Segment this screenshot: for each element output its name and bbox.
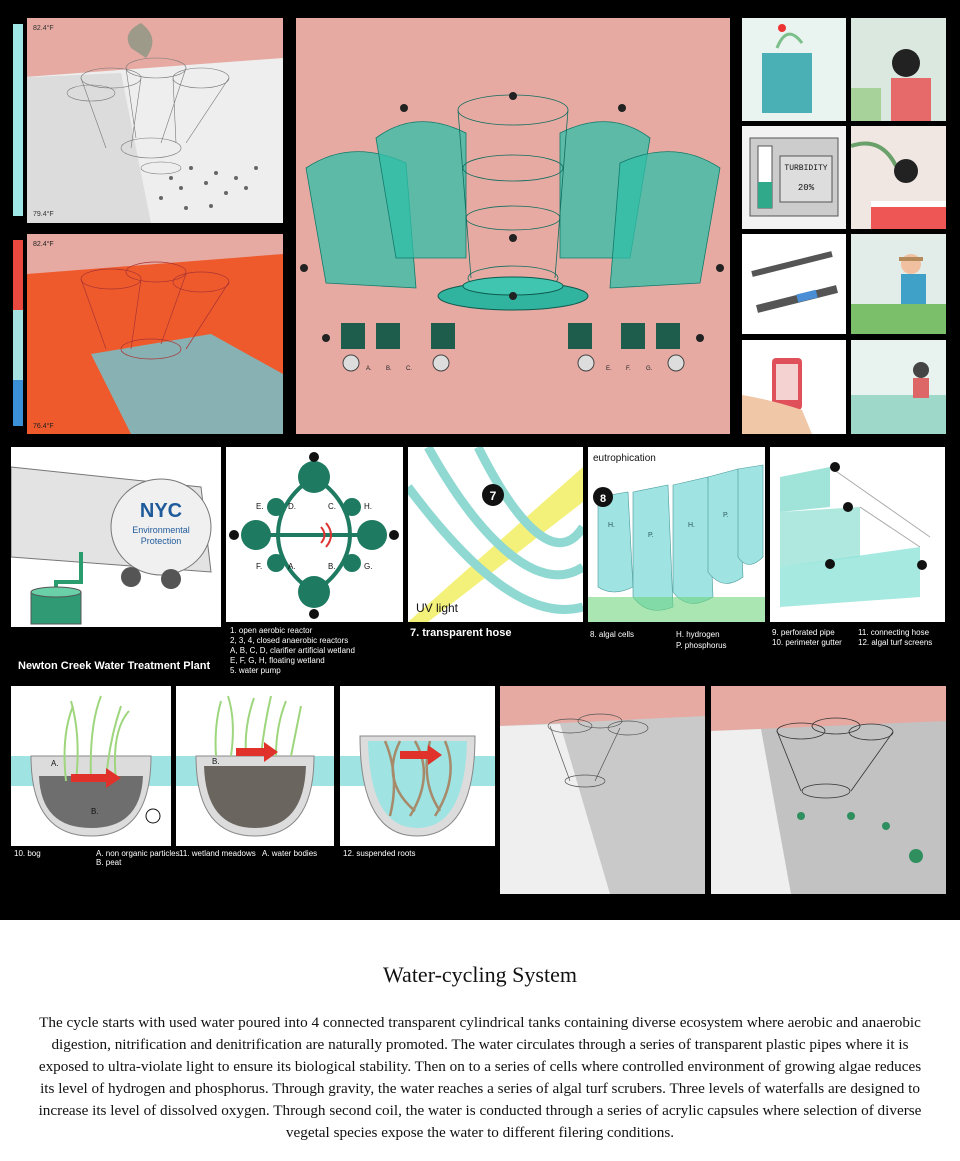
vignette-sensor-box (742, 18, 846, 121)
hero-sub-label: E. (606, 366, 612, 372)
vignette-phone-user (851, 18, 946, 121)
waterfalls-panel (770, 447, 945, 622)
legend-item: 2, 3, 4, closed anaerobic reactors (230, 636, 349, 645)
reactor-letter: D. (288, 502, 296, 511)
truck-panel: NYC Environmental Protection (11, 447, 221, 627)
temp-max-label: 82.4°F (33, 240, 54, 248)
vignette-phone-app (742, 340, 846, 434)
roots-caption: 12. suspended roots (343, 849, 416, 858)
description-paragraph: The cycle starts with used water poured … (0, 1012, 960, 1144)
bog-capsule: A. B. (11, 686, 171, 846)
bog-label-b: B. (91, 807, 99, 816)
hero-callouts (300, 92, 724, 342)
falls-caption-d: 12. algal turf screens (858, 638, 933, 647)
bog-caption: 10. bog (14, 849, 41, 858)
reactor-letter: A. (288, 562, 296, 571)
meadow-capsule: B. (176, 686, 334, 846)
temp-min-label: 79.4°F (33, 210, 54, 218)
uv-number: 7 (490, 489, 497, 503)
legend-item: 1. open aerobic reactor (230, 626, 313, 635)
truck-caption: Newton Creek Water Treatment Plant (18, 660, 211, 672)
roots-capsule (340, 686, 495, 846)
truck-text-line2: Protection (141, 536, 182, 546)
vignette-pond-watering (851, 340, 946, 434)
crowd-figures (159, 166, 258, 210)
tank-cluster-sketch (66, 57, 230, 175)
vignette-probes (742, 234, 846, 334)
vignette-gardener (851, 234, 946, 334)
truck-text-line1: Environmental (132, 525, 190, 535)
paragraph-line: digestion, nitrification and denitrifica… (51, 1036, 909, 1053)
legend-item: A, B, C, D, clarifier artificial wetland (230, 646, 355, 655)
cell-letter: P. (723, 512, 729, 519)
algae-number: 8 (600, 493, 606, 505)
cell-letter: H. (608, 522, 615, 529)
reactor-legend: 1. open aerobic reactor 2, 3, 4, closed … (230, 626, 355, 676)
thermal-view-top: 82.4°F 79.4°F (11, 18, 283, 223)
vignette-monitoring-user (851, 126, 946, 229)
algae-caption-b: H. hydrogen (676, 630, 720, 639)
meadow-caption: 11. wetland meadows (179, 849, 256, 858)
reactor-letter: G. (364, 562, 372, 571)
cell-letter: P. (648, 532, 654, 539)
legend-item: 5. water pump (230, 666, 281, 675)
reactor-letter: E. (256, 502, 264, 511)
flow-arrow-icon (400, 745, 442, 765)
falls-caption-a: 9. perforated pipe (772, 628, 835, 637)
section-title: Water-cycling System (383, 962, 577, 987)
cell-letter: H. (688, 522, 695, 529)
wifi-icon (778, 24, 786, 32)
uv-hose-panel: 7 UV light (408, 447, 583, 622)
turbidity-label: TURBIDITY (784, 164, 827, 173)
paragraph-line: increase its level of dissolved oxygen. … (38, 1102, 922, 1119)
paragraph-line: The cycle starts with used water poured … (39, 1014, 921, 1031)
falls-caption-c: 11. connecting hose (858, 628, 930, 637)
meadow-label-b: B. (212, 757, 220, 766)
reactor-diagram: E. D. C. H. F. A. B. G. (226, 447, 403, 622)
illustration-board: 82.4°F 79.4°F 82.4°F (0, 0, 960, 920)
paragraph-line: exposed to ultra-violate light to ensure… (38, 1058, 922, 1075)
nyc-logo: NYC (140, 500, 182, 522)
bog-label-a: A. (51, 759, 59, 768)
thermometer-bar (13, 24, 23, 216)
flow-arrow-icon (236, 742, 278, 762)
reactor-letter: H. (364, 502, 372, 511)
legend-item: E, F, G, H, floating wetland (230, 656, 325, 665)
hero-sub-label: B. (386, 366, 392, 372)
paragraph-line: its level of hydrogen and phosphorus. Th… (40, 1080, 920, 1097)
uv-label: UV light (416, 601, 459, 615)
hero-sub-label: C. (406, 366, 412, 372)
bog-caption-r2: B. peat (96, 858, 122, 867)
vignette-turbidity-sensor: TURBIDITY 20% (742, 126, 846, 229)
flow-arrow-icon (71, 768, 121, 788)
reactor-letter: B. (328, 562, 336, 571)
pump-signal-icon (320, 522, 332, 548)
thermal-view-bottom: 82.4°F 76.4°F (11, 234, 283, 434)
site-render-1 (500, 686, 705, 894)
hero-sub-label: F. (626, 366, 631, 372)
site-render-2 (711, 686, 946, 894)
algae-caption-c: P. phosphorus (676, 641, 727, 650)
bog-caption-r1: A. non organic particles (96, 849, 180, 858)
hero-sub-label: A. (366, 366, 372, 372)
falls-caption-b: 10. perimeter gutter (772, 638, 842, 647)
reactor-letter: C. (328, 502, 336, 511)
uv-caption: 7. transparent hose (410, 627, 512, 639)
meadow-caption-r: A. water bodies (262, 849, 318, 858)
algae-caption-a: 8. algal cells (590, 630, 635, 639)
reactor-letter: F. (256, 562, 262, 571)
turbidity-value: 20% (798, 183, 815, 193)
hero-sub-label: G. (646, 366, 653, 372)
algae-cells-panel: H. P. H. P. 8 eutrophication (588, 447, 765, 622)
algae-header: eutrophication (593, 453, 656, 464)
main-tank-diagram: A. B. C. E. F. G. (296, 18, 730, 434)
temp-max-label: 82.4°F (33, 24, 54, 32)
temp-min-label: 76.4°F (33, 422, 54, 430)
paragraph-line: vegetal species expose the water to diff… (285, 1124, 675, 1141)
